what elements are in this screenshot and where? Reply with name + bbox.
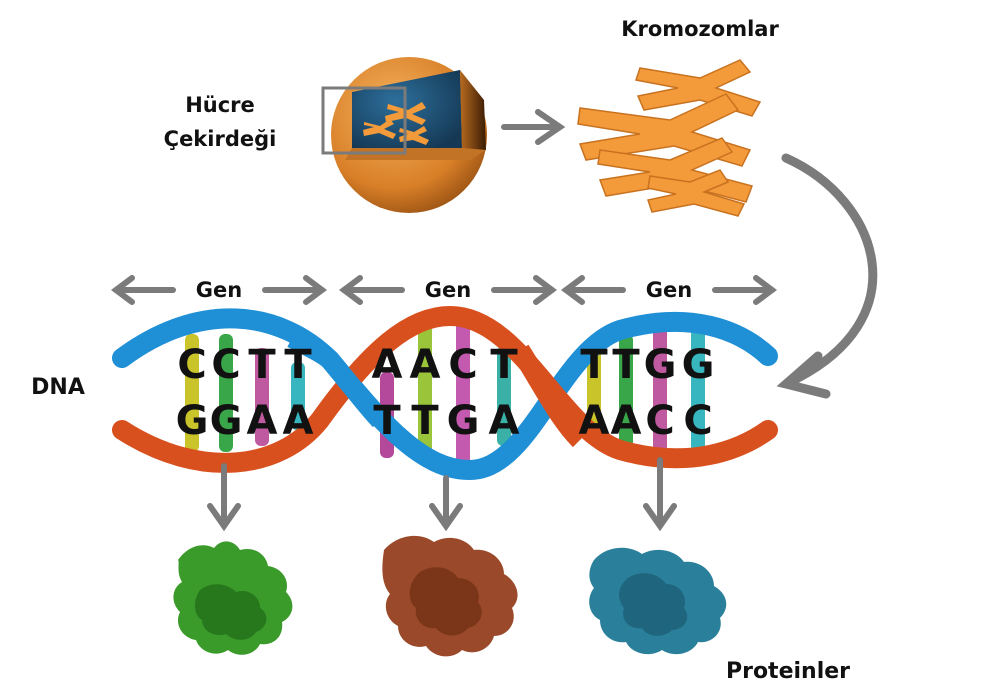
base-letter-top: G [644,342,677,388]
base-letter-top: T [248,342,276,388]
nucleus-zoom-box [321,86,407,155]
nucleus-label-line1: Hücre [185,93,255,117]
base-letter-bottom: A [489,398,520,444]
gene-label: Gen [196,278,242,302]
arrow-nucleus-to-chromosomes [501,109,566,145]
proteins-label: Proteinler [726,659,850,684]
base-letter-bottom: T [411,398,439,444]
base-letter-bottom: T [373,398,401,444]
chromosomes-label: Kromozomlar [621,17,779,41]
dna-strand-blue-front [287,329,388,428]
base-letter-bottom: A [579,398,610,444]
base-letter-bottom: G [176,398,209,444]
base-pair-rung [185,334,199,452]
base-letter-bottom: A [283,398,314,444]
base-letter-top: C [211,342,240,388]
base-letter-bottom: C [683,398,712,444]
arrow-gene3-to-protein [643,457,677,532]
gene-labels: Gen Gen Gen [111,275,777,305]
gene-span-arrows [561,275,777,305]
gene-span-2: Gen [339,275,557,305]
nucleus-cut-floor [345,148,486,160]
base-pair-rung [255,348,269,446]
dna-label: DNA [31,375,85,400]
base-letter-top: A [410,342,441,388]
dna-strand-blue [112,308,778,481]
gene-label: Gen [425,278,471,302]
base-letter-bottom: A [247,398,278,444]
base-pair-rung [691,326,705,452]
base-letter-top: C [177,342,206,388]
gene-span-1: Gen [111,275,327,305]
gene-span-3: Gen [561,275,777,305]
base-letter-top: C [448,342,477,388]
base-letter-top: T [490,342,518,388]
chromosome-4 [647,169,746,217]
base-letter-top: T [284,342,312,388]
gene-label: Gen [646,278,692,302]
arrow-gene1-to-protein [207,463,241,532]
base-letter-bottom: C [645,398,674,444]
base-letter-bottom: A [611,398,642,444]
cell-nucleus [321,57,487,213]
base-letter-top: T [580,342,608,388]
base-pair-rung [219,334,233,452]
base-letter-bottom: G [447,398,480,444]
protein-teal [589,547,727,655]
protein-brown [382,535,518,657]
base-pair-rung [291,362,305,430]
chromosome-cluster [577,59,762,217]
base-pair-rung [456,312,470,466]
base-pair-rung [418,312,432,458]
protein-arrows [207,457,677,532]
arrow-gene2-to-protein [429,475,463,532]
dna-base-pairs [185,312,705,466]
base-pair-rung [497,346,511,446]
base-letter-top: A [372,342,403,388]
nucleus-label-line2: Çekirdeği [164,127,277,151]
base-pair-rung [619,334,633,448]
dna-strand-red [112,305,778,473]
protein-green [173,541,293,655]
base-letter-bottom: G [210,398,243,444]
arrow-chromosomes-to-dna [776,153,878,399]
dna-strand-red-front [511,344,588,448]
base-letter-top: G [682,342,715,388]
base-pair-rung [653,326,667,460]
gene-span-arrows [339,275,557,305]
base-letter-top: T [612,342,640,388]
gene-span-arrows [111,275,327,305]
nucleus-cut-wall [460,70,486,150]
